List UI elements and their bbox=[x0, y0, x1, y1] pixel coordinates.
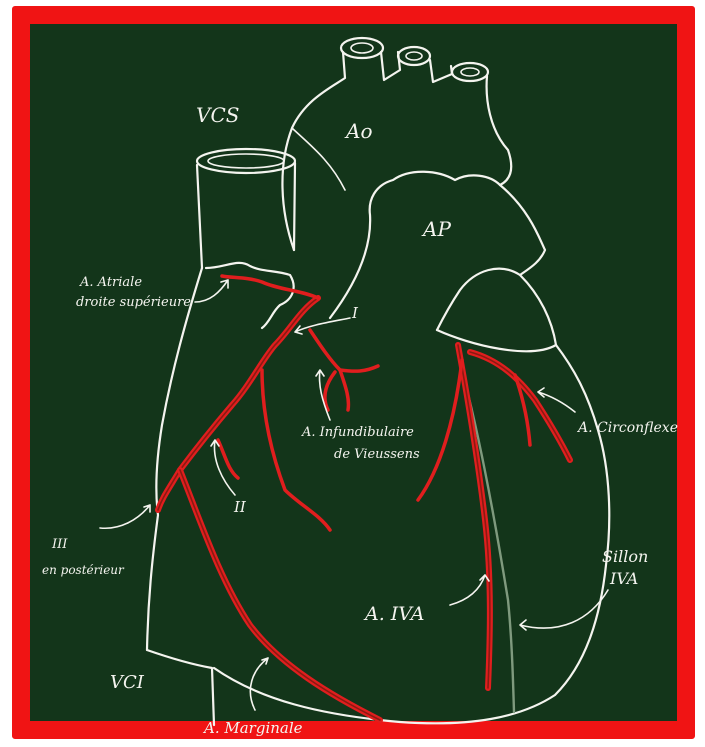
brachiocephalic-trunk bbox=[341, 38, 383, 58]
label-sillon-2: IVA bbox=[609, 569, 638, 588]
vcs-right-wall bbox=[294, 163, 295, 250]
auricle-base bbox=[437, 330, 556, 351]
left-carotid-lumen bbox=[406, 52, 422, 60]
atrial-branch bbox=[222, 276, 318, 298]
label-ap: AP bbox=[421, 217, 451, 241]
label-marginale: A. Marginale bbox=[202, 719, 303, 737]
marginal-artery bbox=[180, 470, 380, 720]
pulmonary-trunk-left bbox=[330, 172, 500, 318]
label-sillon-1: Sillon bbox=[602, 547, 648, 566]
vcs-opening bbox=[197, 149, 295, 173]
label-circonflexe: A. Circonflexe bbox=[576, 420, 678, 436]
ventricular-branch bbox=[262, 370, 330, 530]
label-atriale-2: droite supérieure bbox=[76, 295, 191, 310]
left-subclavian-lumen bbox=[461, 68, 479, 76]
infundibular-branch bbox=[310, 330, 378, 371]
pulmonary-trunk-right bbox=[500, 185, 545, 275]
iva-artery-core bbox=[458, 345, 490, 688]
left-carotid bbox=[398, 47, 430, 65]
label-posterieur: en postérieur bbox=[42, 563, 125, 577]
inferior-border bbox=[214, 345, 609, 723]
descending-aorta bbox=[487, 76, 512, 185]
vci-wall bbox=[147, 650, 214, 725]
atriale-arrow bbox=[195, 280, 228, 302]
circumflex-core bbox=[470, 352, 570, 460]
vcs-left-wall bbox=[197, 165, 202, 268]
infundibular-sub-1 bbox=[340, 370, 348, 410]
aorta-left-wall bbox=[282, 52, 345, 250]
brachiocephalic-lumen bbox=[351, 43, 373, 53]
right-heart-border bbox=[147, 268, 202, 650]
label-branch-i: I bbox=[351, 304, 359, 322]
label-iva: A. IVA bbox=[363, 603, 424, 625]
label-infundibulaire-1: A. Infundibulaire bbox=[301, 425, 414, 440]
infundibular-sub-2 bbox=[325, 372, 335, 410]
label-infundibulaire-2: de Vieussens bbox=[334, 447, 420, 462]
diagonal-branch bbox=[418, 360, 462, 500]
branch-i-arrow bbox=[295, 318, 350, 334]
label-vcs: VCS bbox=[196, 103, 239, 127]
marginale-arrow bbox=[250, 658, 268, 710]
circumflex-artery bbox=[470, 352, 570, 460]
pointer-arrows bbox=[100, 280, 608, 710]
right-auricle bbox=[206, 263, 294, 328]
iva-arrow bbox=[450, 575, 489, 605]
label-atriale-1: A. Atriale bbox=[79, 275, 142, 290]
left-subclavian bbox=[452, 63, 488, 81]
label-branch-ii: II bbox=[233, 498, 247, 516]
aortic-root bbox=[292, 128, 345, 190]
coronary-arteries bbox=[158, 276, 570, 720]
label-branch-iii: III bbox=[51, 537, 68, 552]
infundibulaire-arrow bbox=[316, 370, 330, 420]
arch-segment-2 bbox=[430, 60, 452, 82]
vcs-lumen bbox=[208, 154, 284, 168]
label-ao: Ao bbox=[344, 119, 372, 143]
branch-iii-arrow bbox=[100, 505, 150, 528]
marginal-artery-core bbox=[180, 470, 380, 720]
label-vci: VCI bbox=[110, 672, 145, 693]
left-auricle bbox=[437, 269, 556, 345]
